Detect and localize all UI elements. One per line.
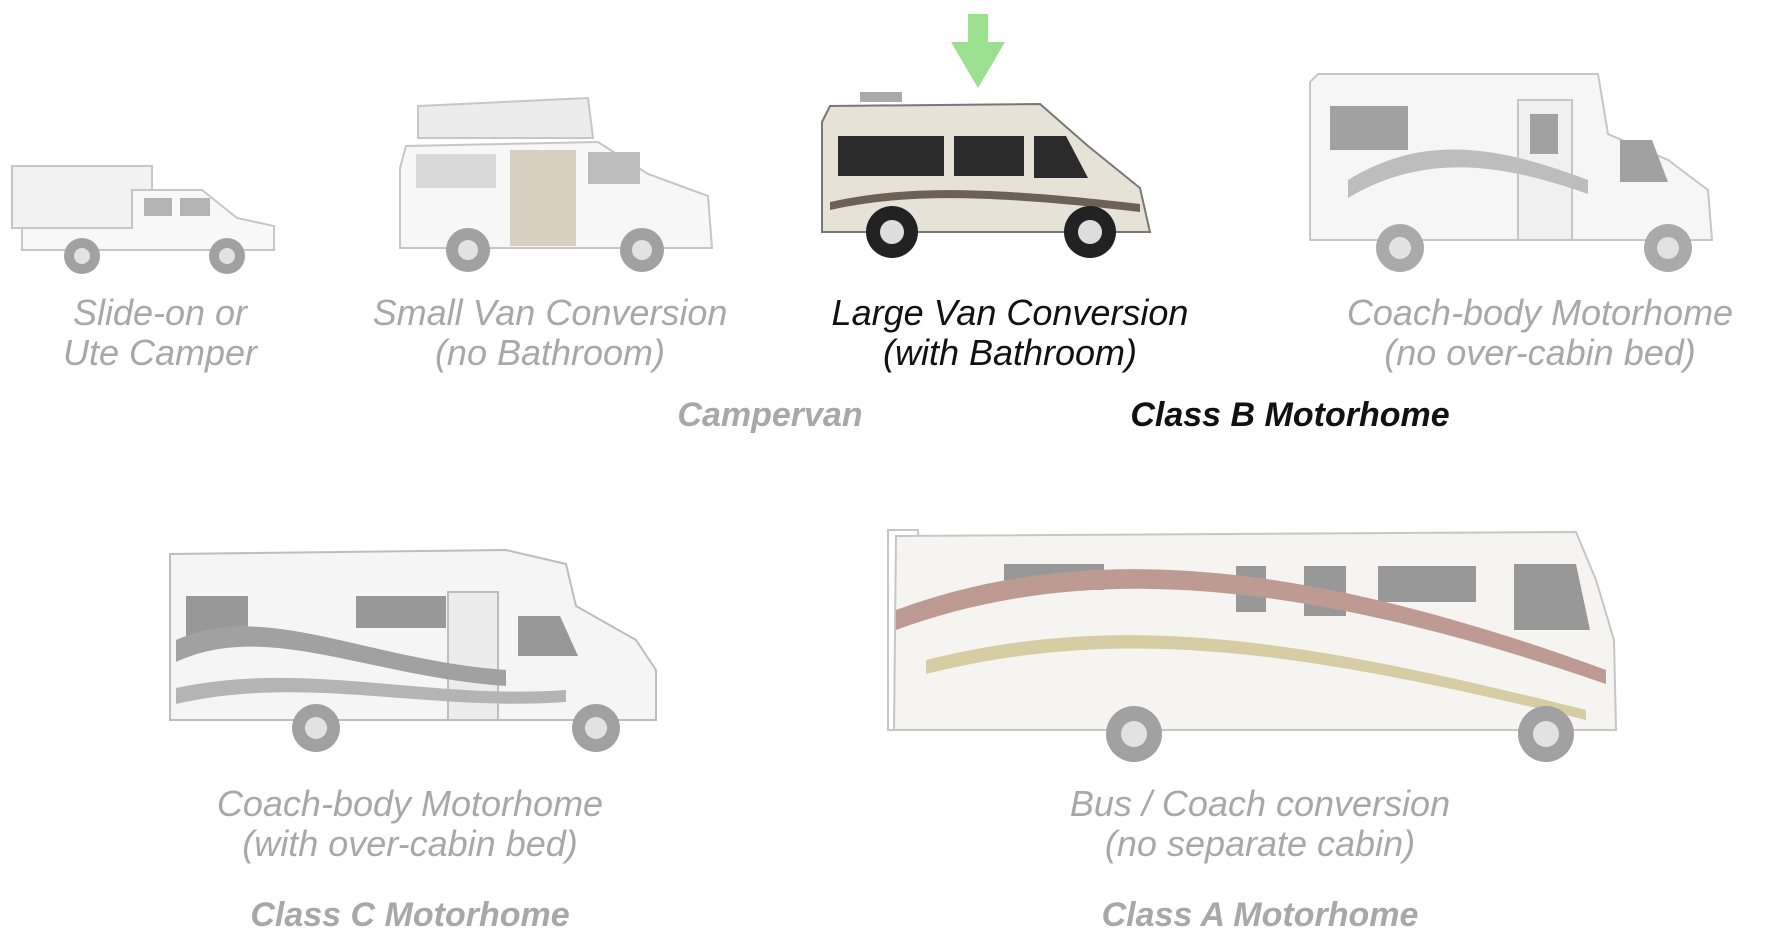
coach-body-b-image xyxy=(1309,73,1714,272)
label-line-2: (no Bathroom) xyxy=(434,332,666,373)
ute-camper-image xyxy=(11,165,275,274)
vehicle-label-slide-on: Slide-on or Ute Camper xyxy=(40,293,280,373)
down-arrow-icon xyxy=(951,14,1005,88)
label-line-1: Coach-body Motorhome xyxy=(1346,292,1734,333)
category-class-c: Class C Motorhome xyxy=(250,896,570,934)
label-line-2: Ute Camper xyxy=(62,332,258,373)
label-line-1: Bus / Coach conversion xyxy=(1069,783,1451,824)
vehicle-label-small-van: Small Van Conversion (no Bathroom) xyxy=(360,293,740,373)
label-line-2: (no over-cabin bed) xyxy=(1384,332,1696,373)
coach-body-c-image xyxy=(169,548,657,752)
label-line-1: Large Van Conversion xyxy=(831,292,1189,333)
category-class-a: Class A Motorhome xyxy=(1101,896,1419,934)
label-line-2: (no separate cabin) xyxy=(1104,823,1416,864)
large-van-image xyxy=(821,92,1152,258)
vehicle-label-bus-coach: Bus / Coach conversion (no separate cabi… xyxy=(1030,784,1490,864)
vehicle-label-large-van: Large Van Conversion (with Bathroom) xyxy=(800,293,1220,373)
category-campervan: Campervan xyxy=(677,396,863,434)
vehicle-label-coach-body-b: Coach-body Motorhome (no over-cabin bed) xyxy=(1310,293,1770,373)
small-van-image xyxy=(399,96,714,272)
label-line-1: Small Van Conversion xyxy=(372,292,728,333)
bus-coach-image xyxy=(887,529,1618,762)
label-line-1: Slide-on or xyxy=(72,292,248,333)
vehicle-label-coach-body-c: Coach-body Motorhome (with over-cabin be… xyxy=(180,784,640,864)
category-class-b: Class B Motorhome xyxy=(1130,396,1450,434)
label-line-2: (with over-cabin bed) xyxy=(242,823,578,864)
label-line-1: Coach-body Motorhome xyxy=(216,783,604,824)
label-line-2: (with Bathroom) xyxy=(882,332,1138,373)
